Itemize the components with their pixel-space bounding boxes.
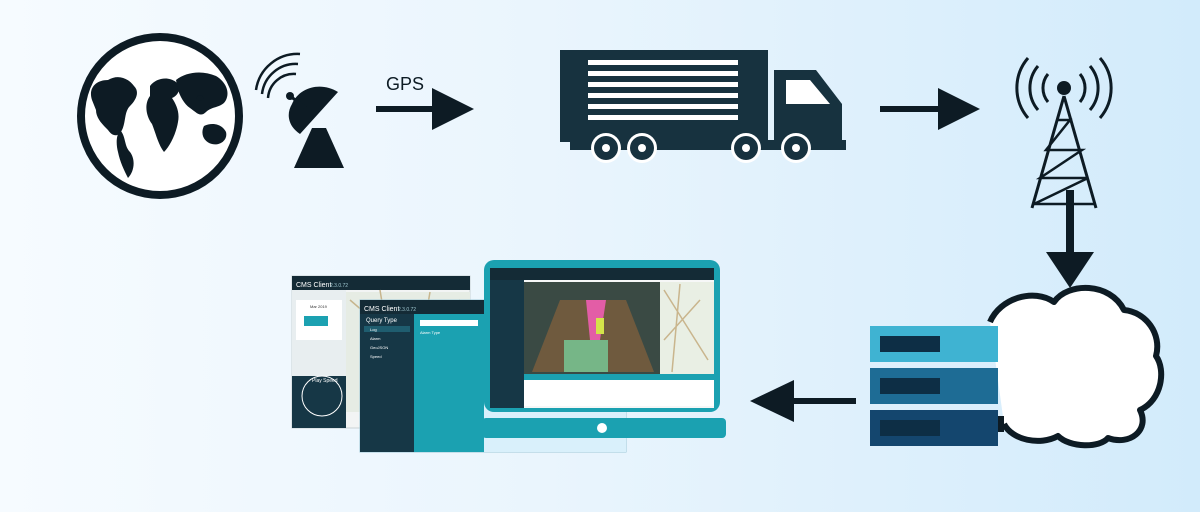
mid-window-title: CMS Client bbox=[364, 306, 399, 313]
arrow-tower-to-cloud bbox=[1046, 190, 1094, 288]
laptop-screens-icon bbox=[482, 260, 726, 438]
radio-tower-icon bbox=[1015, 57, 1113, 209]
truck-icon bbox=[560, 50, 846, 163]
query-type-title: Query Type bbox=[366, 318, 398, 324]
globe-icon bbox=[77, 33, 243, 199]
back-window-calendar: Mar 2019 bbox=[310, 304, 328, 309]
software-screens: CMS Client 2.3.0.72 Mar 2019 Play Speed … bbox=[291, 260, 726, 453]
menu-item-alarm: Alarm bbox=[370, 336, 381, 341]
play-speed-label: Play Speed bbox=[312, 378, 338, 384]
alarm-type-label: Alarm Type bbox=[420, 330, 441, 335]
menu-item-speed: Speed bbox=[370, 354, 382, 359]
gps-label: GPS bbox=[386, 74, 424, 94]
arrow-gps-to-truck bbox=[376, 88, 474, 130]
satellite-dish-icon bbox=[254, 52, 344, 168]
back-window-version: 2.3.0.72 bbox=[330, 283, 348, 289]
menu-item-log: Log bbox=[370, 327, 377, 332]
arrow-truck-to-tower bbox=[880, 88, 980, 130]
arrow-server-to-software bbox=[750, 380, 856, 422]
cloud-server-icon bbox=[870, 285, 1165, 449]
mid-window-version: 2.3.0.72 bbox=[398, 307, 416, 313]
back-window-title: CMS Client bbox=[296, 282, 331, 289]
menu-item-geojson: GeoJSON bbox=[370, 345, 388, 350]
